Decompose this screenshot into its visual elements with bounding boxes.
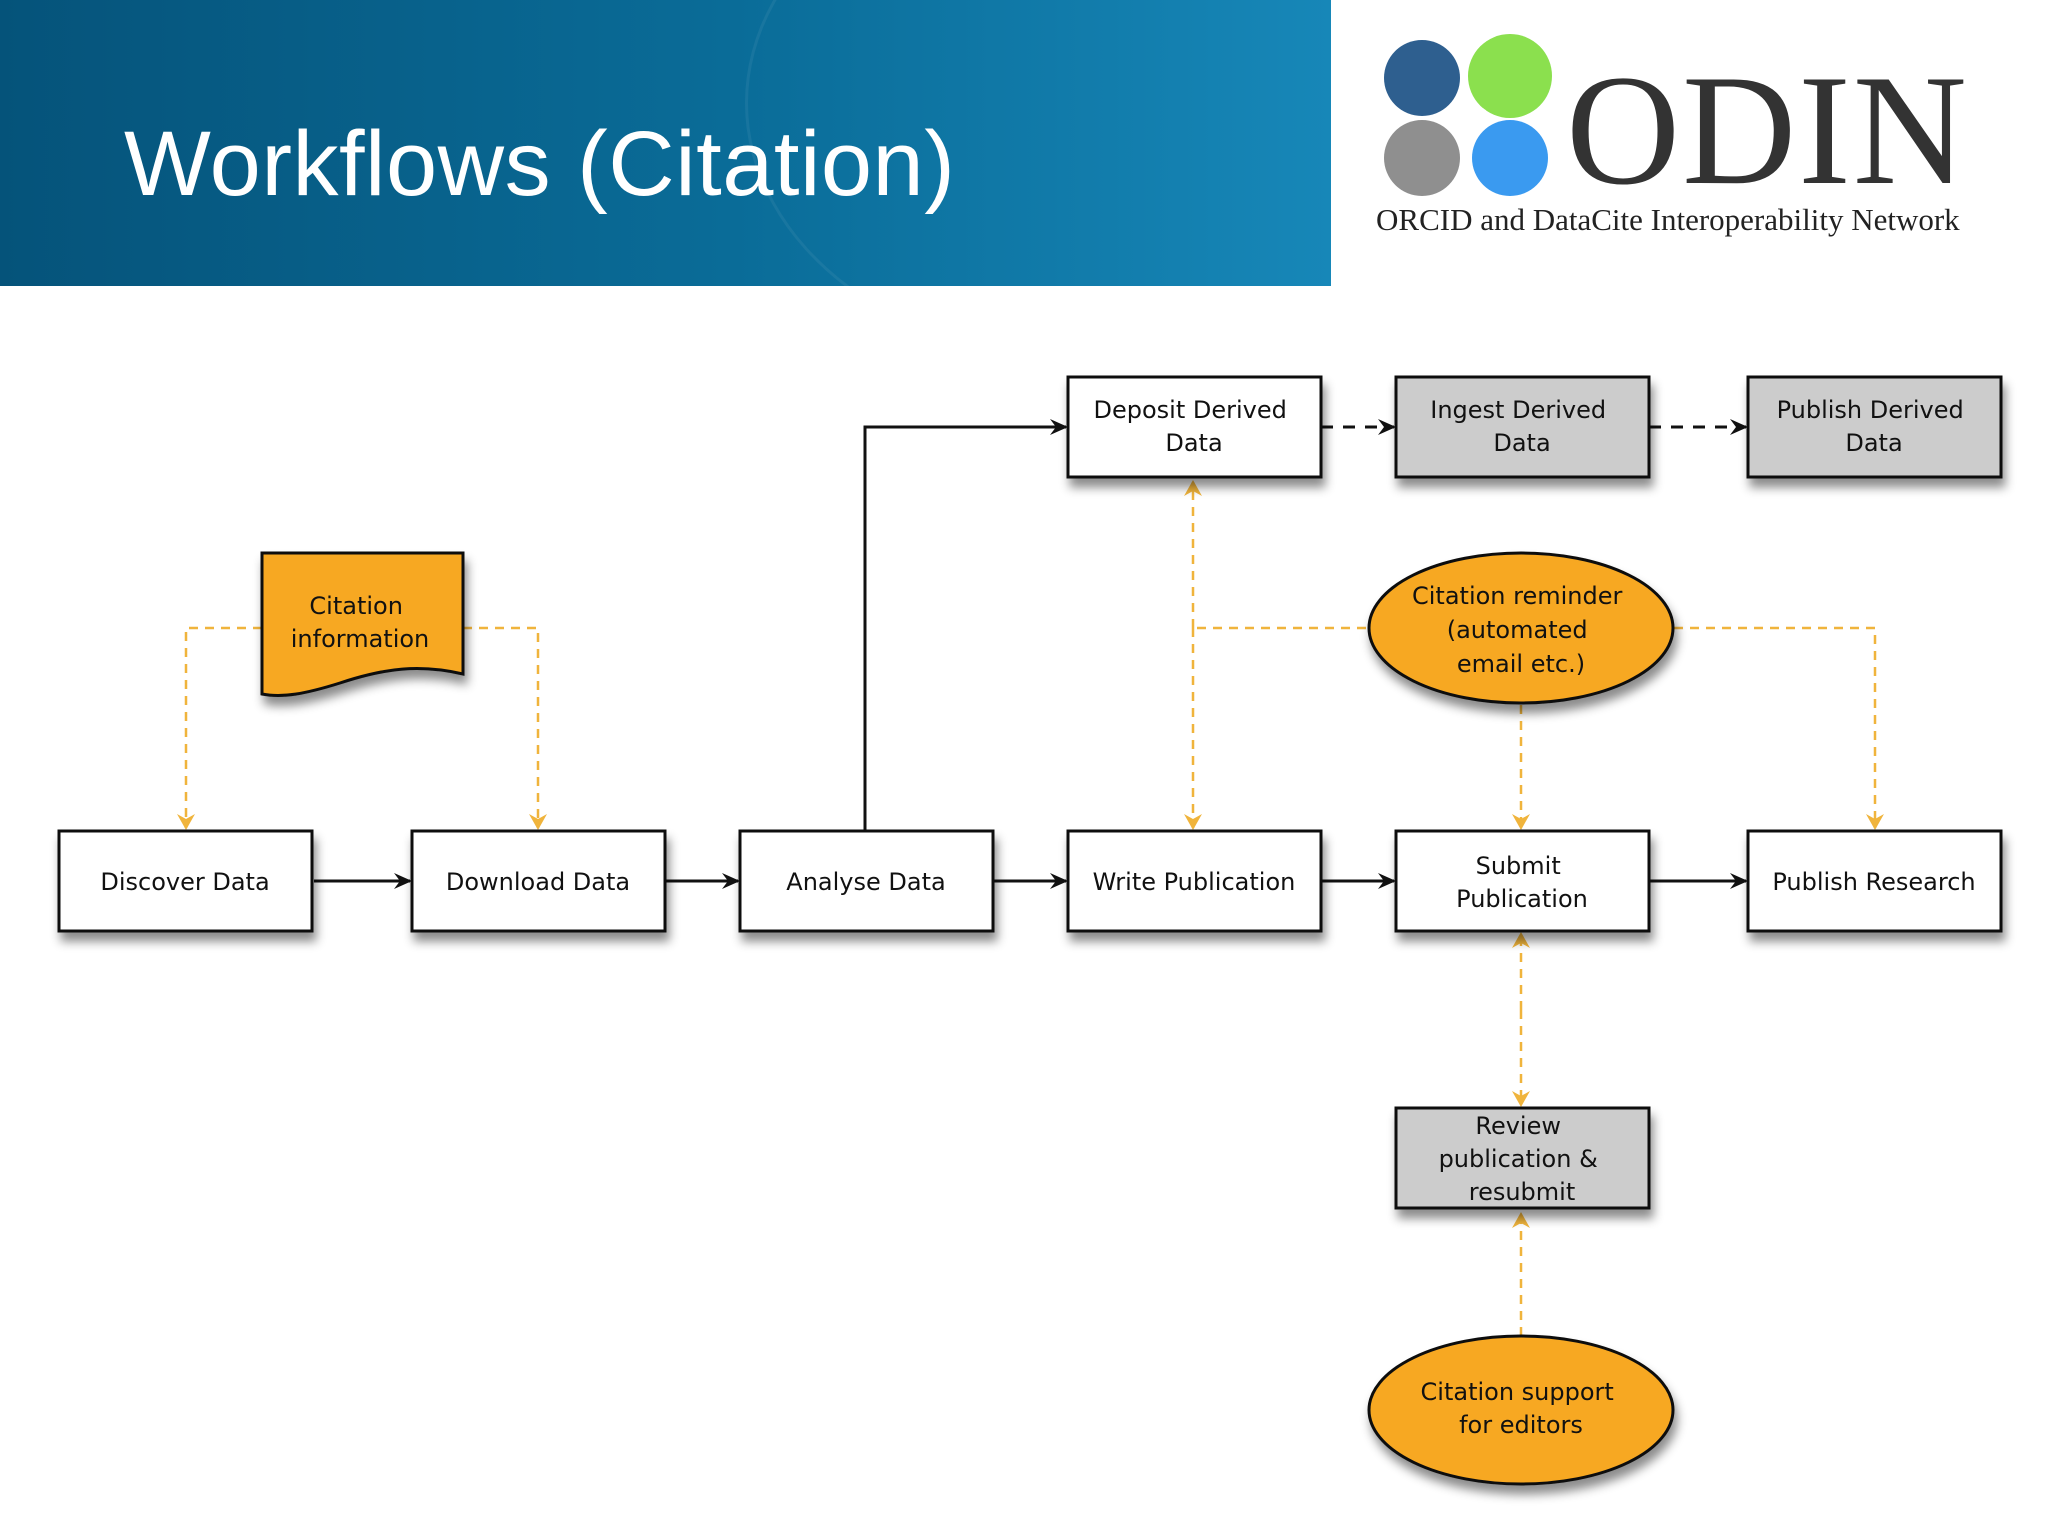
edge-reminder-publish-research (1674, 626, 1884, 830)
odin-wordmark: ODIN (1566, 43, 1969, 218)
node-download-data (410, 829, 667, 933)
node-submit-publication (1394, 829, 1651, 933)
label-ingest-derived-data: Ingest Derived Data (1430, 396, 1613, 457)
node-citation-reminder (1367, 551, 1675, 705)
node-citation-support (1367, 1334, 1675, 1486)
node-discover-data (57, 829, 314, 933)
node-analyse-data (738, 829, 995, 933)
node-write-publication (1066, 829, 1323, 933)
label-write-publication: Write Publication (1093, 868, 1296, 896)
node-deposit-derived-data (1066, 375, 1323, 479)
label-citation-support: Citation support for editors (1421, 1378, 1622, 1439)
title-banner: Workflows (Citation) (0, 0, 1331, 286)
node-citation-information (260, 551, 465, 697)
label-submit-publication: Submit Publication (1456, 852, 1588, 913)
label-analyse-data: Analyse Data (786, 868, 945, 896)
label-citation-reminder: Citation reminder (automated email etc.) (1412, 582, 1630, 678)
edge-analyse-deposit (863, 419, 1068, 830)
label-citation-information: Citation information (291, 592, 430, 653)
node-review-publication (1394, 1106, 1651, 1210)
label-deposit-derived-data: Deposit Derived Data (1094, 396, 1295, 457)
edge-citation-info-download (463, 626, 547, 830)
label-download-data: Download Data (446, 868, 630, 896)
node-publish-research (1746, 829, 2003, 933)
odin-tagline: ORCID and DataCite Interoperability Netw… (1376, 202, 1960, 237)
label-publish-derived-data: Publish Derived Data (1777, 396, 1972, 457)
label-review-publication: Review publication & resubmit (1439, 1112, 1606, 1206)
label-discover-data: Discover Data (100, 868, 269, 896)
odin-logo-mark (1384, 34, 1552, 196)
odin-logo: ODIN ORCID and DataCite Interoperability… (1370, 22, 2030, 262)
node-ingest-derived-data (1394, 375, 1651, 479)
edge-citation-info-discover (177, 626, 262, 830)
label-publish-research: Publish Research (1772, 868, 1975, 896)
node-publish-derived-data (1746, 375, 2003, 479)
